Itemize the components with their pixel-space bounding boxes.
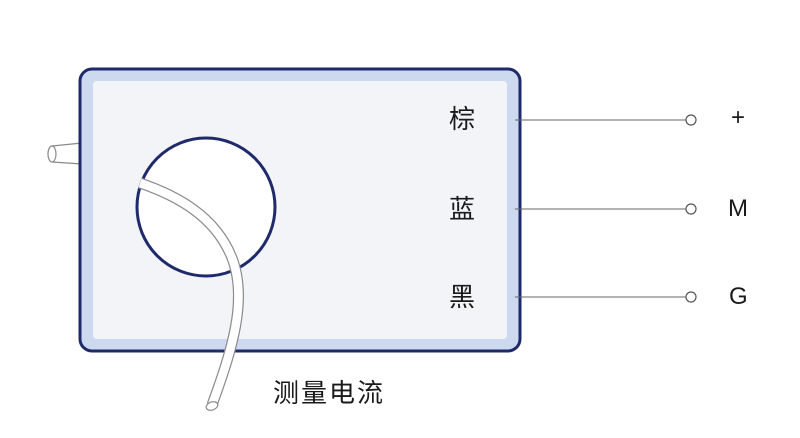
wire-color-label-blue: 蓝 <box>449 195 476 225</box>
side-stub-pipe <box>47 142 83 165</box>
terminal-circle <box>685 114 697 126</box>
wire-row-1 <box>515 114 697 126</box>
caption-measured-current: 测量电流 <box>273 379 386 409</box>
terminal-circle <box>685 203 697 215</box>
wire-color-label-brown: 棕 <box>449 105 476 135</box>
current-sensing-ring <box>135 136 277 278</box>
terminal-label-m: M <box>728 195 748 222</box>
terminal-label-g: G <box>729 283 748 310</box>
wire-row-3 <box>515 291 697 303</box>
wire-row-2 <box>515 203 697 215</box>
conductor-cable <box>138 177 244 411</box>
terminal-circle <box>685 291 697 303</box>
wire-color-label-black: 黑 <box>449 283 476 313</box>
terminal-label-plus: + <box>731 104 746 131</box>
